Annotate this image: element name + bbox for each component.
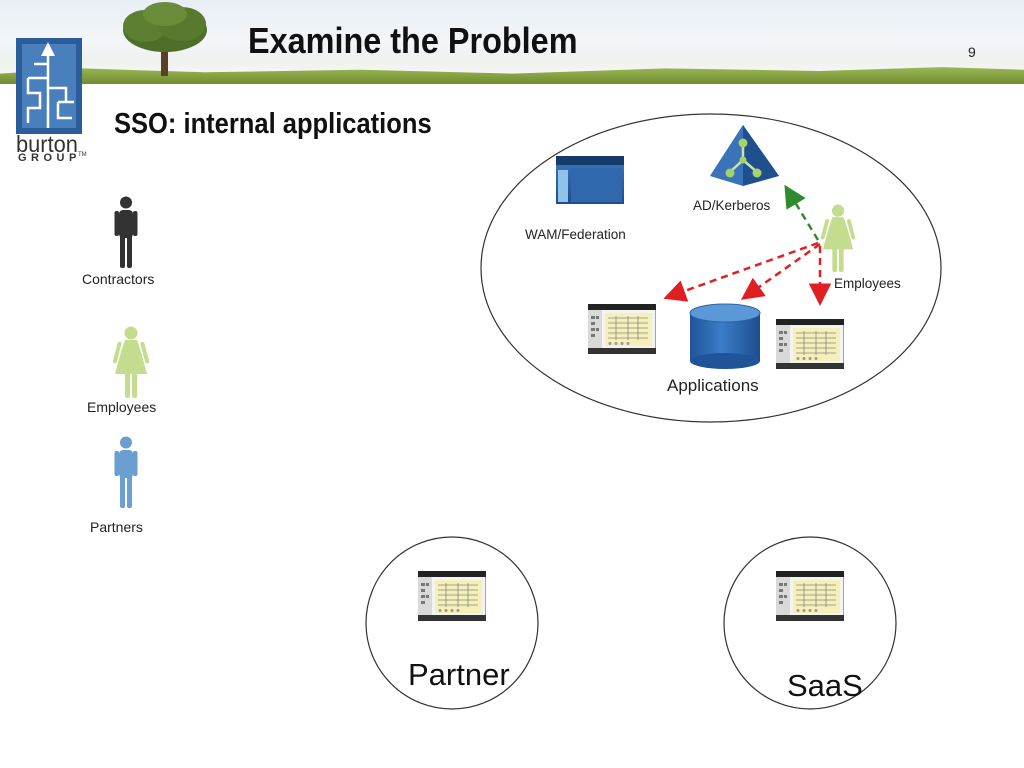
- employees-label: Employees: [87, 399, 157, 415]
- database-icon: [689, 303, 761, 369]
- partner-label: Partner: [408, 657, 510, 692]
- contractors-label: Contractors: [82, 271, 155, 287]
- cluster-employees-label: Employees: [834, 276, 901, 291]
- internal-boundary: [480, 113, 942, 423]
- slide-title: Examine the Problem: [248, 20, 578, 61]
- access-arrow: [663, 241, 819, 302]
- saas-boundary: [723, 536, 897, 710]
- access-arrow: [740, 242, 821, 300]
- burton-group-logo: [16, 38, 82, 134]
- saas-label: SaaS: [787, 668, 863, 703]
- app-window-icon: [588, 304, 656, 354]
- partner-boundary: [365, 536, 539, 710]
- logo-word-group: GROUP: [18, 152, 81, 164]
- page-number: 9: [968, 44, 976, 60]
- tree-icon: [123, 2, 207, 76]
- wam-federation-label: WAM/Federation: [525, 227, 626, 242]
- logo-word-burton: burton: [16, 131, 78, 157]
- ad-directory-icon: [710, 125, 779, 186]
- partner-app-window-icon: [418, 571, 486, 621]
- wam-server-icon: [556, 156, 624, 204]
- ad-kerberos-label: AD/Kerberos: [693, 198, 771, 213]
- contractor-person-icon: [114, 196, 138, 268]
- partner-person-icon: [114, 436, 138, 508]
- employee-person-icon: [821, 204, 855, 273]
- header-banner: [0, 0, 1024, 92]
- auth-arrow: [784, 184, 820, 241]
- slide-subtitle: SSO: internal applications: [114, 108, 432, 140]
- app-window-icon: [776, 319, 844, 369]
- saas-app-window-icon: [776, 571, 844, 621]
- applications-label: Applications: [667, 376, 759, 395]
- employee-person-icon: [113, 326, 149, 398]
- logo-trademark: TM: [78, 152, 87, 158]
- partners-label: Partners: [90, 519, 143, 535]
